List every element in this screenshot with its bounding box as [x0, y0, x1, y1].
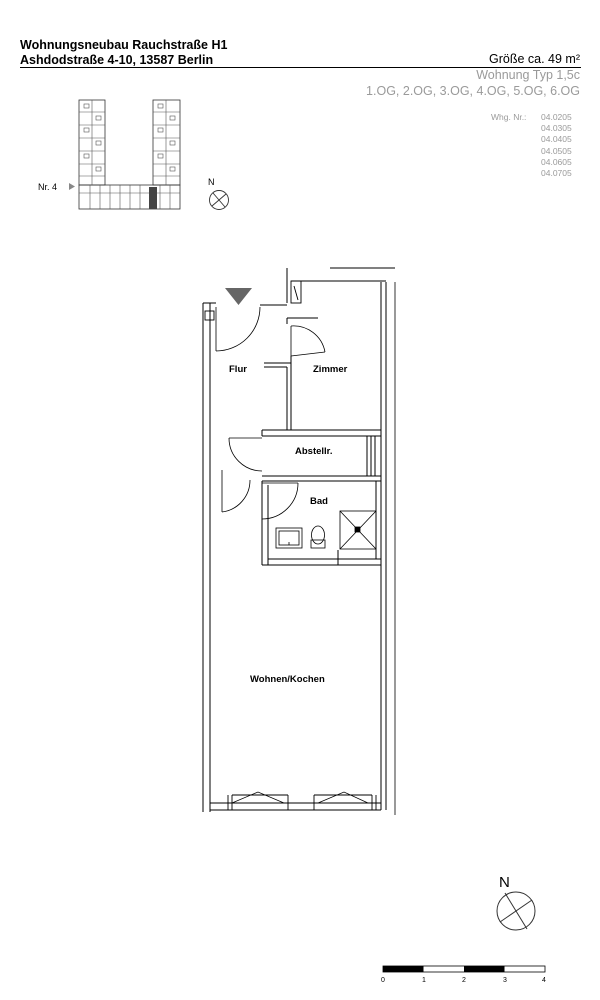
unit-number: 04.0705	[541, 168, 572, 179]
project-address: Ashdodstraße 4-10, 13587 Berlin	[20, 53, 214, 67]
scale-tick-3: 3	[503, 977, 507, 984]
plan-wall-right	[380, 282, 387, 810]
scale-tick-1: 1	[422, 977, 426, 984]
room-label-bathroom: Bad	[310, 496, 328, 507]
plan-window-bottom	[210, 791, 381, 811]
plan-partition-flur-zimmer	[264, 356, 292, 430]
plan-shaft	[204, 280, 302, 321]
unit-number-list: 04.0205 04.0305 04.0405 04.0505 04.0605 …	[541, 112, 572, 179]
room-label-zimmer: Zimmer	[313, 364, 348, 375]
apartment-floors: 1.OG, 2.OG, 3.OG, 4.OG, 5.OG, 6.OG	[366, 84, 580, 98]
small-compass-north: N	[208, 177, 215, 187]
scale-tick-4: 4	[542, 977, 546, 984]
scale-tick-2: 2	[462, 977, 466, 984]
compass-icon	[496, 891, 536, 931]
room-label-flur: Flur	[229, 364, 247, 375]
floor-plan	[202, 267, 396, 815]
unit-number: 04.0305	[541, 123, 572, 134]
zimmer-door	[290, 325, 326, 357]
unit-number: 04.0605	[541, 156, 572, 167]
small-compass-icon	[209, 190, 229, 210]
keyplan-marker-label: Nr. 4	[38, 182, 57, 192]
plan-bathroom	[261, 481, 381, 566]
entrance-marker-icon	[225, 288, 252, 305]
washbasin-icon	[275, 527, 303, 549]
bathroom-door	[221, 470, 299, 520]
keyplan-marker-arrow	[69, 183, 75, 190]
plan-wall-left	[202, 303, 211, 812]
room-label-storage: Abstellr.	[295, 446, 333, 457]
scale-tick-0: 0	[381, 977, 385, 984]
unit-number-label: Whg. Nr.:	[491, 112, 527, 122]
apartment-type: Wohnung Typ 1,5c	[476, 68, 580, 82]
storage-door	[228, 437, 263, 472]
keyplan-bottom-block	[78, 184, 181, 210]
entrance-door	[215, 306, 261, 352]
room-label-living-kitchen: Wohnen/Kochen	[250, 674, 325, 685]
keyplan-right-details	[153, 100, 180, 185]
keyplan-highlighted-unit	[149, 187, 157, 209]
unit-number: 04.0205	[541, 112, 572, 122]
unit-number: 04.0405	[541, 134, 572, 145]
keyplan-left-details	[79, 100, 105, 185]
header-divider	[20, 67, 581, 68]
keyplan-right-wing	[152, 99, 181, 186]
plan-storage-room	[261, 429, 381, 482]
shower-icon	[339, 510, 377, 550]
keyplan	[78, 99, 181, 210]
plan-wall-flur-top	[260, 304, 318, 324]
compass-north-label: N	[499, 874, 510, 891]
apartment-size: Größe ca. 49 m²	[489, 52, 580, 66]
plan-wall-top	[203, 267, 395, 304]
toilet-icon	[310, 525, 326, 549]
scale-bar	[382, 965, 546, 973]
project-title: Wohnungsneubau Rauchstraße H1	[20, 38, 228, 52]
keyplan-bottom-details	[79, 185, 180, 209]
project-address-block: Wohnungsneubau Rauchstraße H1 Ashdodstra…	[20, 38, 227, 68]
unit-number: 04.0505	[541, 145, 572, 156]
